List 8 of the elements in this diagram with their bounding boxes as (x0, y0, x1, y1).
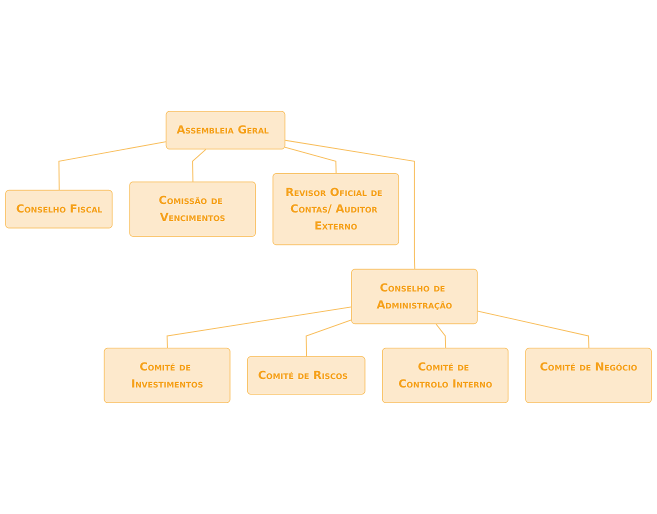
connector (284, 146, 337, 174)
connector (478, 310, 590, 349)
connector (306, 319, 352, 357)
connector (58, 141, 167, 191)
connector (436, 324, 446, 349)
connector (192, 149, 206, 182)
connector (285, 140, 416, 270)
connector (166, 306, 352, 349)
